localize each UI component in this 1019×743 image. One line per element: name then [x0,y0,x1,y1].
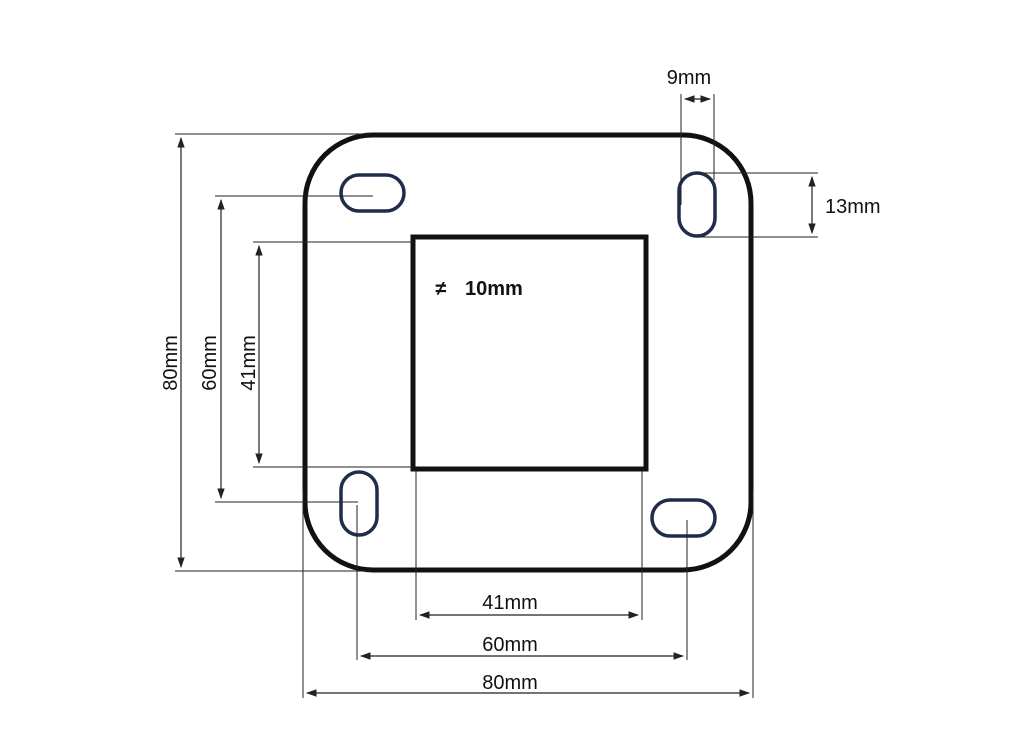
label-outer-height: 80mm [160,335,182,391]
slot-bottom-right [650,498,717,538]
dimension-hole-pitch-height [215,195,373,503]
slot-bottom-left [339,470,379,537]
dimension-inner-square-height [253,241,413,468]
dimension-inner-square-width [415,470,643,620]
slot-top-right [677,171,717,238]
inner-square-opening [410,234,649,472]
dimension-slot-length [697,172,818,238]
label-slot-length: 13mm [825,196,881,218]
dimension-outer-height [175,133,370,572]
slot-top-left [339,173,406,213]
label-slot-width: 9mm [667,67,711,89]
thickness-symbol: ≠ [436,278,447,300]
label-inner-square-height: 41mm [238,335,260,391]
label-inner-square-width: 41mm [482,592,538,614]
plate-outline [302,132,754,573]
label-hole-pitch-height: 60mm [199,335,221,391]
label-thickness: 10mm [465,278,523,300]
label-hole-pitch-width: 60mm [482,634,538,656]
dimension-outer-width [302,490,754,698]
label-outer-width: 80mm [482,672,538,694]
dimension-hole-pitch-width [356,505,688,660]
dimension-slot-width [680,94,715,205]
